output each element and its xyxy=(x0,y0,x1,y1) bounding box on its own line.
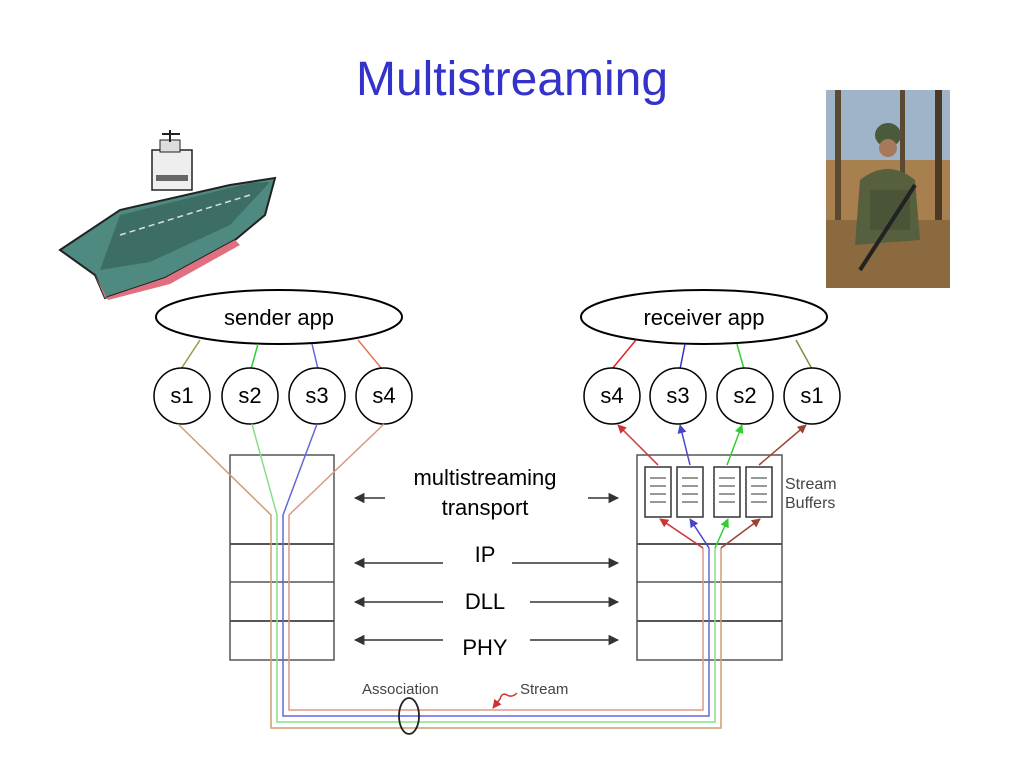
sender-stream-label: s4 xyxy=(372,383,395,408)
receiver-stream-label: s2 xyxy=(733,383,756,408)
aircraft-carrier-icon xyxy=(58,130,277,300)
stream-label: Stream xyxy=(520,681,568,698)
stream-buffers-label-line2: Buffers xyxy=(785,495,835,512)
dll-label: DLL xyxy=(465,589,505,614)
association-marker xyxy=(398,697,420,735)
transport-label-line1: multistreaming xyxy=(413,465,556,490)
stream-buffers-label-line1: Stream xyxy=(785,476,837,493)
phy-label: PHY xyxy=(462,635,508,660)
ip-label: IP xyxy=(475,542,496,567)
receiver-app-ellipse xyxy=(580,289,828,345)
soldier-with-radio-icon xyxy=(826,90,950,288)
sender-stream-circle xyxy=(153,367,211,425)
receiver-stream-label: s3 xyxy=(666,383,689,408)
sender-app-label: sender app xyxy=(224,305,334,330)
receiver-stream-circle xyxy=(783,367,841,425)
sender-app-ellipse xyxy=(155,289,403,345)
sender-stream-circle xyxy=(221,367,279,425)
stream-pointer xyxy=(492,692,518,709)
receiver-stream-label: s4 xyxy=(600,383,623,408)
sender-stream-label: s1 xyxy=(170,383,193,408)
receiver-stream-circle xyxy=(649,367,707,425)
receiver-stream-circle xyxy=(583,367,641,425)
receiver-stream-circle xyxy=(716,367,774,425)
sender-protocol-stack xyxy=(229,454,335,661)
sender-stream-label: s2 xyxy=(238,383,261,408)
stream-buffers xyxy=(644,466,773,518)
transport-label-line2: transport xyxy=(442,495,529,520)
sender-stream-label: s3 xyxy=(305,383,328,408)
receiver-stream-label: s1 xyxy=(800,383,823,408)
slide-title: Multistreaming xyxy=(355,53,669,106)
association-label: Association xyxy=(362,681,439,698)
receiver-app-label: receiver app xyxy=(643,305,764,330)
